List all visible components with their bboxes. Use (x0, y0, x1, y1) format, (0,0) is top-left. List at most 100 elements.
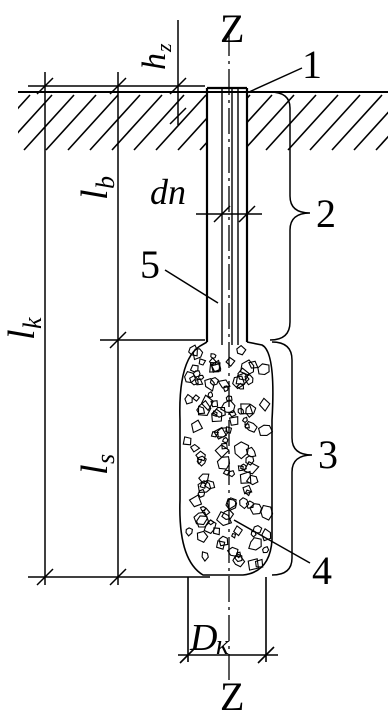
svg-text:D: D (189, 617, 217, 659)
svg-text:s: s (91, 454, 120, 464)
aggregate-particle (243, 460, 260, 475)
aggregate-particle (210, 431, 220, 438)
aggregate-particle (197, 399, 212, 416)
svg-text:l: l (74, 464, 116, 475)
aggregate-particle (239, 470, 252, 484)
aggregate-particle (257, 424, 274, 436)
svg-text:к: к (216, 630, 230, 661)
aggregate-particle (228, 409, 237, 418)
aggregate-particle (231, 532, 237, 539)
hatch-line (331, 94, 383, 151)
aggregate-particle (218, 535, 229, 547)
aggregate-particle (200, 394, 215, 412)
aggregate-particle (203, 479, 216, 490)
aggregate-particles (182, 344, 274, 571)
aggregate-particle (219, 399, 236, 414)
aggregate-particle (237, 407, 245, 415)
aggregate-particle (237, 465, 244, 472)
aggregate-particle (257, 363, 270, 376)
aggregate-particle (193, 511, 208, 526)
callout-1: 1 (302, 42, 322, 87)
hatch-line (265, 94, 317, 151)
hatch-line (287, 94, 339, 151)
aggregate-particle (245, 446, 257, 458)
aggregate-particle (233, 441, 250, 460)
aggregate-particle (221, 442, 228, 450)
hatch-line (23, 94, 75, 151)
aggregate-particle (226, 497, 237, 511)
aggregate-particle (232, 554, 246, 568)
aggregate-particle (228, 416, 239, 426)
aggregate-particle (245, 474, 259, 486)
aggregate-particle (212, 410, 218, 418)
aggregate-particle (213, 426, 228, 440)
aggregate-particle (245, 403, 257, 418)
hatch-line (243, 94, 295, 151)
label-lk: l k (1, 317, 47, 340)
svg-text:l: l (74, 189, 116, 200)
aggregate-particle (244, 489, 252, 497)
aggregate-particle (199, 505, 207, 512)
aggregate-particle (195, 450, 206, 462)
aggregate-particle (190, 419, 204, 434)
aggregate-particle (260, 504, 274, 521)
aggregate-particle (228, 470, 236, 478)
aggregate-particle (189, 443, 201, 453)
callout-2: 2 (316, 191, 336, 236)
aggregate-particle (182, 436, 192, 446)
aggregate-particle (184, 393, 193, 405)
aggregate-particle (204, 377, 215, 392)
aggregate-particle (249, 503, 263, 515)
svg-text:z: z (151, 43, 176, 53)
hatch-line (309, 94, 361, 151)
aggregate-particle (189, 375, 199, 386)
label-Dk: D к (189, 617, 230, 661)
svg-text:k: k (18, 317, 47, 329)
aggregate-particle (216, 510, 233, 527)
aggregate-particle (192, 348, 204, 361)
hatch-line (111, 94, 163, 151)
aggregate-particle (232, 525, 244, 537)
aggregate-particle (261, 527, 272, 542)
aggregate-particle (258, 397, 271, 412)
anchor-tendon (221, 88, 239, 345)
axis-label-bottom: Z (220, 674, 244, 713)
borehole-opening (207, 93, 247, 153)
svg-text:b: b (91, 176, 120, 189)
aggregate-particle (210, 363, 222, 372)
hatch-line (45, 94, 97, 151)
aggregate-particle (245, 500, 254, 509)
hatch-line (353, 111, 388, 151)
label-hz: h z (136, 43, 176, 70)
hatch-line (155, 94, 207, 151)
aggregate-particle (261, 546, 270, 554)
ground-hatching (18, 94, 388, 151)
aggregate-particle (248, 537, 262, 551)
hatch-line (18, 94, 53, 134)
aggregate-particle (236, 344, 247, 356)
aggregate-particle (215, 540, 226, 550)
aggregate-particle (214, 444, 230, 459)
aggregate-particle (226, 546, 239, 558)
axis-label-top: Z (220, 6, 244, 51)
hz-dimension (169, 20, 187, 125)
aggregate-particle (225, 395, 233, 402)
aggregate-particle (198, 358, 207, 366)
aggregate-particle (201, 551, 209, 563)
callout-4: 4 (312, 548, 332, 593)
aggregate-particle (185, 527, 194, 537)
aggregate-particle (210, 400, 219, 408)
aggregate-particle (188, 494, 203, 508)
aggregate-particle (239, 497, 250, 510)
label-ls: l s (74, 454, 120, 475)
aggregate-particle (222, 469, 231, 476)
label-dn: dn (150, 172, 186, 212)
aggregate-particle (225, 498, 238, 511)
aggregate-particle (225, 426, 233, 434)
aggregate-particle (232, 375, 246, 390)
aggregate-particle (208, 357, 217, 366)
aggregate-particle (216, 456, 231, 470)
aggregate-particle (223, 385, 229, 393)
aggregate-particle (207, 391, 214, 399)
